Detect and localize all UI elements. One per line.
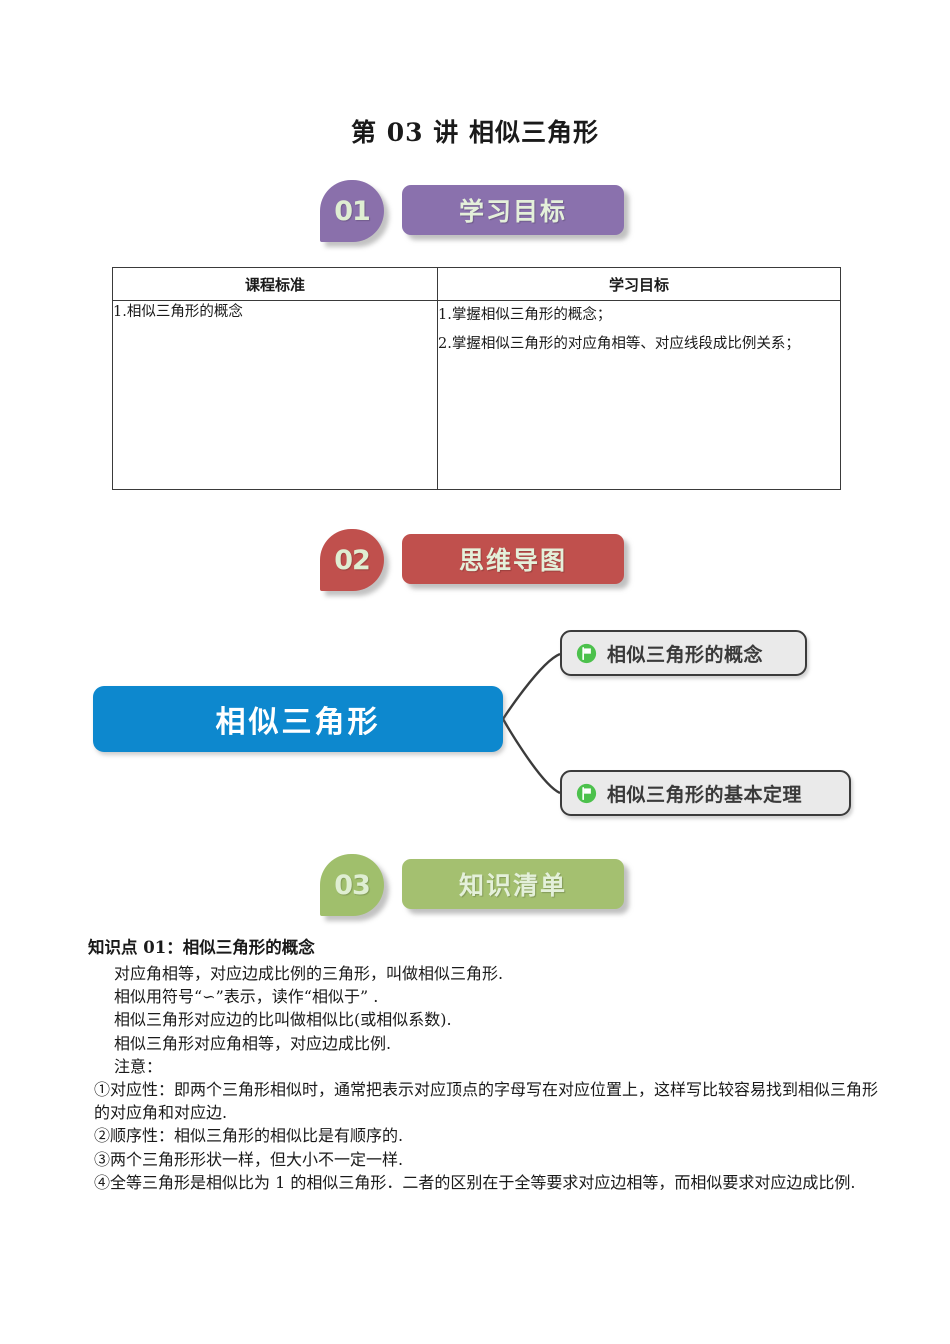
badge-banner-label: 学习目标 [458,197,567,226]
note-item: ③两个三角形形状一样，但大小不一定一样. [94,1149,404,1169]
mindmap-diagram: 相似三角形 相似三角形的概念 相似三角形的基本定理 [0,612,950,837]
table-header-row: 课程标准 学习目标 [112,267,841,301]
knowledge-point-body: 对应角相等，对应边成比例的三角形，叫做相似三角形. 相似用符号“∽”表示，读作“… [88,962,888,1194]
table-cell-objectives: 1.掌握相似三角形的概念； 2.掌握相似三角形的对应角相等、对应线段成比例关系； [437,300,841,490]
badge-leaf-03: 03 [320,854,384,916]
mindmap-branch-label: 相似三角形的基本定理 [607,783,803,806]
flag-icon [576,783,597,803]
objectives-table: 课程标准 学习目标 1.相似三角形的概念 1.掌握相似三角形的概念； 2.掌握相… [112,267,841,490]
badge-banner-02: 思维导图 [402,534,624,584]
body-line: 对应角相等，对应边成比例的三角形，叫做相似三角形. [114,964,504,983]
mindmap-branch-node-1: 相似三角形的概念 [560,630,807,676]
connector-line-top [501,652,561,720]
badge-wrap: 01 学习目标 [310,177,640,247]
section-badge-03: 03 知识清单 [0,851,950,921]
badge-banner-03: 知识清单 [402,859,624,909]
body-line: 相似三角形对应边的比叫做相似比(或相似系数). [114,1010,452,1030]
note-item: ①对应性：即两个三角形相似时，通常把表示对应顶点的字母写在对应位置上，这样写比较… [94,1079,879,1123]
mindmap-center-label: 相似三角形 [215,705,381,740]
page-title: 第 03 讲 相似三角形 [351,118,599,147]
body-line: 相似用符号“∽”表示，读作“相似于” . [114,987,379,1007]
section-badge-01: 01 学习目标 [0,177,950,247]
badge-number: 01 [334,195,371,227]
badge-leaf-02: 02 [320,529,384,591]
flag-icon [576,643,597,663]
body-line: 注意： [114,1056,163,1076]
table-row: 1.相似三角形的概念 1.掌握相似三角形的概念； 2.掌握相似三角形的对应角相等… [112,300,841,490]
badge-number: 03 [334,869,371,901]
mindmap-branch-node-2: 相似三角形的基本定理 [560,770,851,816]
table-cell-standard: 1.相似三角形的概念 [112,300,438,490]
mindmap-center-node: 相似三角形 [93,686,503,752]
mindmap-branch-label: 相似三角形的概念 [607,643,764,666]
note-item: ④全等三角形是相似比为 1 的相似三角形．二者的区别在于全等要求对应边相等，而相… [94,1172,856,1192]
badge-banner-label: 知识清单 [458,871,567,900]
badge-banner-01: 学习目标 [402,185,624,235]
body-line: 相似三角形对应角相等，对应边成比例. [114,1033,392,1053]
objective-item: 2.掌握相似三角形的对应角相等、对应线段成比例关系； [438,336,800,352]
badge-wrap: 03 知识清单 [310,851,640,921]
section-badge-02: 02 思维导图 [0,526,950,596]
connector-line-bottom [501,718,561,795]
badge-leaf-01: 01 [320,180,384,242]
note-item: ②顺序性：相似三角形的相似比是有顺序的. [94,1126,404,1146]
badge-number: 02 [334,544,371,576]
table-header-objectives: 学习目标 [437,267,841,301]
knowledge-point-heading: 知识点 01：相似三角形的概念 [88,938,315,957]
badge-wrap: 02 思维导图 [310,526,640,596]
badge-banner-label: 思维导图 [458,546,567,575]
table-header-standard: 课程标准 [112,267,438,301]
mindmap-connectors [501,652,561,795]
objective-item: 1.掌握相似三角形的概念； [438,307,612,323]
